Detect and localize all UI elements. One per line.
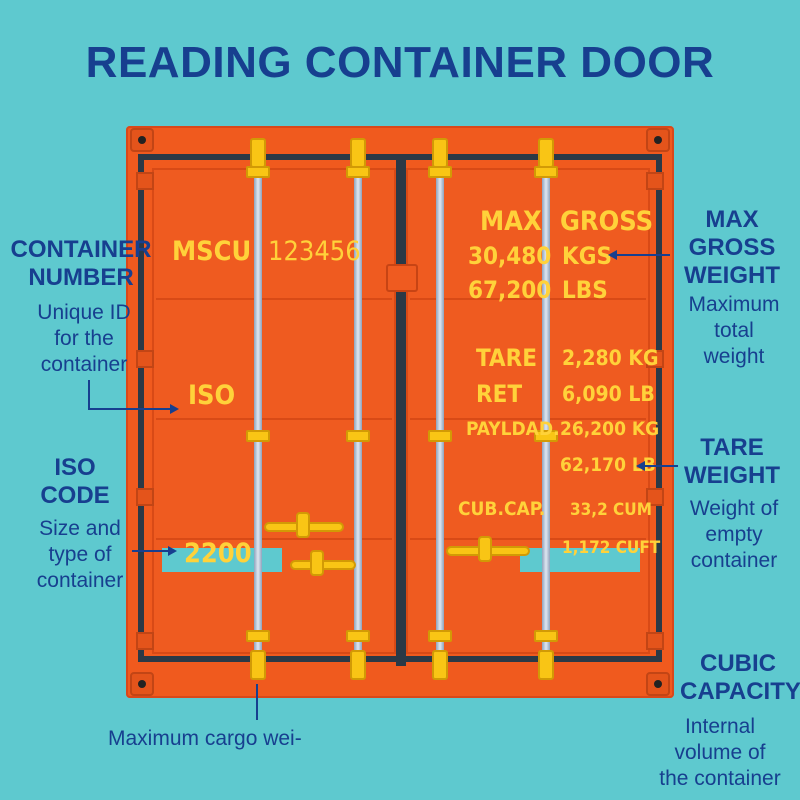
side-hinge — [646, 488, 664, 506]
corner-casting-top-right — [646, 128, 670, 152]
rod-cam — [538, 138, 554, 168]
rod-cam — [250, 650, 266, 680]
rod-guide — [534, 430, 558, 442]
right-door-leaf — [406, 168, 650, 654]
payload-lb-value: 62,170 LB — [560, 454, 656, 476]
rod-guide — [346, 630, 370, 642]
ret-text: RET — [476, 380, 523, 408]
container-number-heading: CONTAINER NUMBER — [10, 236, 152, 291]
rod-cam — [350, 138, 366, 168]
cubic-capacity-heading: CUBIC CAPACITY — [680, 650, 800, 705]
gross-lbs-unit: LBS — [562, 276, 608, 304]
arrow-line — [88, 380, 90, 410]
container-number-desc: Unique ID for the container — [37, 301, 131, 376]
locking-rod — [542, 140, 550, 680]
arrow-head-icon — [608, 250, 617, 260]
payload-kg-value: 26,200 KG — [560, 418, 660, 440]
serial-number: 123456 — [268, 236, 361, 267]
max-gross-weight-desc: Maximum total weight — [688, 293, 780, 368]
corner-casting-top-left — [130, 128, 154, 152]
handle-grip[interactable] — [478, 536, 492, 562]
tare-weight-heading: TARE WEIGHT — [684, 434, 780, 489]
handle-grip[interactable] — [310, 550, 324, 576]
rod-cam — [538, 650, 554, 680]
cubcap-text: CUB.CAP. — [458, 498, 546, 520]
iso-text: ISO — [188, 380, 236, 411]
locking-rod — [354, 140, 362, 680]
arrow-line — [616, 254, 670, 256]
handle-grip[interactable] — [296, 512, 310, 538]
arrow-line — [88, 408, 170, 410]
max-gross-weight-heading: MAX GROSS WEIGHT — [684, 206, 780, 289]
side-hinge — [646, 632, 664, 650]
rod-guide — [428, 630, 452, 642]
side-hinge — [646, 172, 664, 190]
shipping-container-door — [126, 126, 674, 698]
side-hinge — [136, 350, 154, 368]
locking-rod — [436, 140, 444, 680]
owner-code: MSCU — [172, 236, 252, 267]
iso-code-heading: ISO CODE — [40, 454, 110, 509]
rod-guide — [246, 166, 270, 178]
rod-guide — [346, 166, 370, 178]
page-title: READING CONTAINER DOOR — [85, 38, 715, 87]
tare-text: TARE — [476, 344, 537, 372]
gross-lbs-value: 67,200 — [468, 276, 552, 304]
tare-weight-desc: Weight of empty container — [689, 497, 779, 572]
rod-guide — [346, 430, 370, 442]
side-hinge — [646, 350, 664, 368]
rod-cam — [432, 650, 448, 680]
side-hinge — [136, 172, 154, 190]
corner-casting-bottom-left — [130, 672, 154, 696]
rod-cam — [350, 650, 366, 680]
arrow-head-icon — [170, 404, 179, 414]
side-hinge — [136, 632, 154, 650]
tare-value: 2,280 KG — [562, 346, 659, 370]
rod-guide — [428, 430, 452, 442]
ret-value: 6,090 LB — [562, 382, 655, 406]
rod-guide — [428, 166, 452, 178]
arrow-line — [644, 465, 678, 467]
iso-code-desc: Size and type of container — [36, 517, 124, 592]
arrow-head-icon — [636, 461, 645, 471]
rod-cam — [432, 138, 448, 168]
payload-text: PAYLDAD. — [466, 418, 560, 440]
locking-rod — [254, 140, 262, 680]
rod-guide — [246, 430, 270, 442]
iso-code-value: 2200 — [184, 538, 252, 569]
cubcap-cum-value: 33,2 CUM — [570, 500, 652, 520]
rod-guide — [534, 166, 558, 178]
rod-guide — [534, 630, 558, 642]
gross-kgs-value: 30,480 — [468, 242, 552, 270]
center-latch-plate — [386, 264, 418, 292]
max-text: MAX — [480, 206, 542, 237]
payload-caption: Maximum cargo wei- — [108, 727, 302, 750]
rod-guide — [246, 630, 270, 642]
cubcap-cuft-value: 1,172 CUFT — [562, 538, 661, 558]
corner-casting-bottom-right — [646, 672, 670, 696]
gross-kgs-unit: KGS — [562, 242, 613, 270]
cubic-capacity-desc: Internal volume of the container — [659, 715, 781, 790]
gross-text: GROSS — [560, 206, 654, 237]
rod-cam — [250, 138, 266, 168]
side-hinge — [136, 488, 154, 506]
arrow-head-icon — [168, 546, 177, 556]
arrow-line — [256, 684, 258, 720]
door-seam — [396, 154, 406, 666]
arrow-line — [132, 550, 168, 552]
